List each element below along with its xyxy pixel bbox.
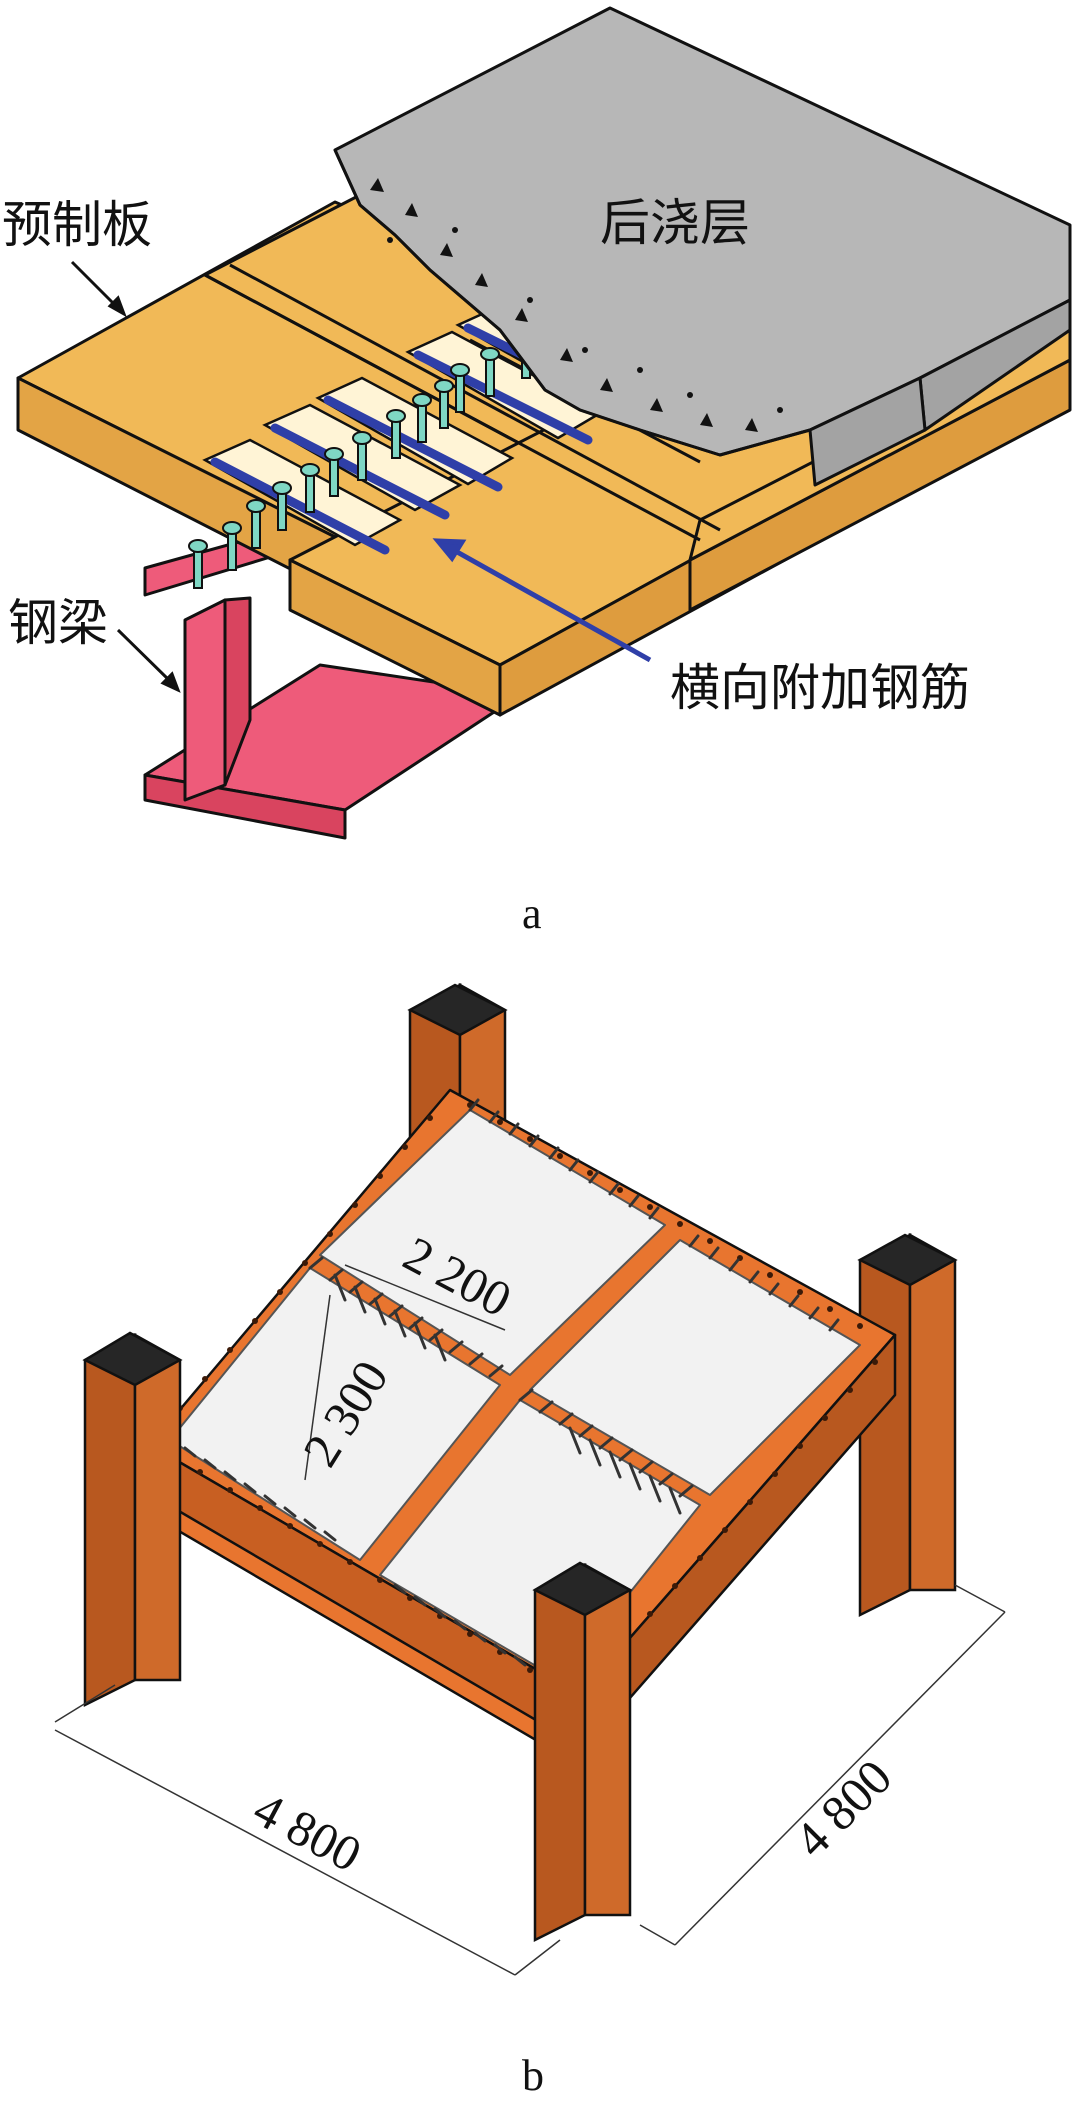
caption-a: a [522, 889, 542, 938]
column-back-right [857, 1232, 958, 1618]
panel-front-left [169, 1267, 501, 1561]
label-cast-in-place-layer: 后浇层 [600, 194, 750, 252]
caption-b: b [522, 2051, 544, 2100]
rebar-pointer-arrow [432, 538, 652, 663]
label-steel-beam: 钢梁 [8, 594, 108, 652]
figure-b: 2 200 2 300 4 800 4 800 b [54, 982, 1006, 2100]
panel-back-left [319, 1109, 666, 1376]
dim-span-x: 4 800 [245, 1780, 371, 1882]
aggregate-dots [370, 178, 783, 432]
cross-rebars [333, 1273, 682, 1515]
column-front-right [532, 1561, 633, 1943]
inner-dimension-lines [304, 1264, 506, 1481]
panel-back-right [529, 1239, 861, 1496]
leader-arrows [70, 260, 181, 693]
label-transverse-rebar: 横向附加钢筋 [670, 659, 970, 717]
frame-bolts [167, 1102, 878, 1691]
outer-dimension-lines [54, 1584, 1006, 1976]
panel-front-right [379, 1399, 701, 1681]
cast-in-place-layer [333, 6, 1072, 487]
precast-panels [169, 1109, 861, 1681]
column-front-left [82, 1331, 183, 1708]
label-precast-slab: 预制板 [2, 196, 152, 254]
dim-span-y: 4 800 [783, 1749, 902, 1868]
steel-beam [143, 523, 522, 840]
figure-a: 预制板 后浇层 钢梁 横向附加钢筋 a [2, 6, 1072, 938]
